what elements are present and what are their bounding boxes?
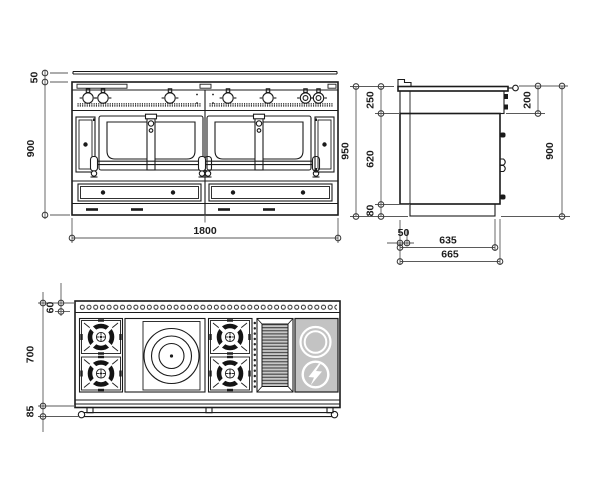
- dimension-side-panel-drop: 200: [506, 82, 568, 117]
- dim-label-side-panel-drop: 200: [522, 91, 534, 109]
- drawer-right: [208, 183, 333, 202]
- control-knob: [161, 88, 179, 104]
- gas-burner: [80, 319, 121, 354]
- side-dimensions: 950 250 620 80: [340, 82, 570, 265]
- dimension-plan-depth: 700: [25, 292, 75, 432]
- worktop-upstand: [72, 70, 338, 75]
- dimension-front-height: 900: [25, 140, 70, 219]
- control-knob: [79, 88, 97, 104]
- dim-label-front-upstand: 50: [29, 72, 41, 84]
- gas-burner: [80, 356, 121, 391]
- dim-label-side-body-height: 900: [544, 142, 556, 160]
- burner-module-right: [207, 317, 253, 393]
- dimension-side-overall-depth: 665: [396, 219, 504, 265]
- dim-label-plan-handle-rail: 85: [25, 406, 37, 418]
- side-elevation-view: 950 250 620 80: [340, 78, 570, 265]
- dimension-side-inner-depth: 635: [396, 219, 499, 251]
- front-handle-rail: [77, 406, 339, 419]
- right-side-panel: [314, 116, 335, 173]
- french-plaque-rings: [143, 327, 200, 385]
- dim-label-side-upstand-depth: 50: [398, 227, 410, 239]
- door-rail-profile: [500, 158, 506, 173]
- control-band-profile: [399, 90, 505, 115]
- side-body: [397, 78, 519, 217]
- french-plaque-module: [124, 317, 206, 393]
- dimension-side-mid-section: 620: [365, 113, 410, 208]
- plan-view: 700 60 85: [25, 283, 341, 432]
- dimension-side-upstand-depth: 50: [387, 220, 414, 265]
- plinth-profile: [409, 203, 496, 217]
- dimension-plan-back-rail: 60: [45, 283, 70, 316]
- side-control-knob: [508, 84, 519, 92]
- dimension-front-width: 1800: [68, 214, 342, 243]
- dimension-front-upstand: 50: [29, 69, 68, 86]
- dimension-side-top-section: 250: [365, 83, 400, 117]
- dimension-side-overall-height: 950: [340, 83, 408, 220]
- lightning-bolt-icon: [308, 363, 322, 386]
- dim-label-side-overall-height: 950: [340, 142, 352, 160]
- dimension-side-body-height: 900: [501, 82, 570, 220]
- dim-label-side-inner-depth: 635: [439, 235, 457, 247]
- dim-label-side-plinth: 80: [365, 205, 377, 217]
- dimension-side-plinth: 80: [365, 204, 385, 220]
- oven-door-left: [89, 113, 213, 178]
- front-elevation-view: 50 900 1800: [25, 69, 342, 243]
- control-knob: [297, 89, 314, 103]
- plan-dimensions: 700 60 85: [25, 283, 80, 432]
- front-body: [71, 70, 339, 216]
- booster-plate: [301, 360, 330, 389]
- dim-label-side-mid-section: 620: [365, 150, 377, 168]
- door-hinge-lower: [500, 194, 506, 200]
- body-profile: [399, 112, 501, 205]
- control-knob: [94, 88, 112, 104]
- burner-module-left: [78, 317, 124, 393]
- dim-label-plan-depth: 700: [25, 346, 37, 364]
- oven-door-right: [197, 113, 321, 178]
- electric-plate-module: [294, 317, 339, 393]
- drawer-left: [77, 183, 202, 202]
- ceramic-plate: [299, 325, 332, 359]
- gas-burner: [209, 356, 250, 391]
- plinth: [72, 202, 338, 211]
- control-knob: [259, 88, 277, 104]
- left-side-panel: [75, 116, 96, 173]
- worktop-profile: [397, 85, 509, 92]
- control-knob: [219, 88, 237, 104]
- door-hinge-upper: [500, 132, 506, 138]
- dim-label-side-overall-depth: 665: [441, 249, 459, 261]
- gas-burner: [209, 319, 250, 354]
- upstand-profile: [397, 78, 412, 87]
- grill-plate: [256, 317, 294, 393]
- control-knob: [310, 89, 327, 103]
- dim-label-front-width: 1800: [193, 225, 217, 237]
- vent-hole-row: [79, 303, 337, 311]
- worktop-edge-band: [72, 83, 338, 91]
- dimension-plan-handle-rail: 85: [25, 406, 80, 420]
- dim-label-plan-back-rail: 60: [45, 302, 57, 314]
- front-dimensions: 50 900 1800: [25, 69, 342, 243]
- plan-body: [74, 300, 341, 419]
- dim-label-side-top-section: 250: [365, 91, 377, 109]
- dim-label-front-height: 900: [25, 140, 37, 158]
